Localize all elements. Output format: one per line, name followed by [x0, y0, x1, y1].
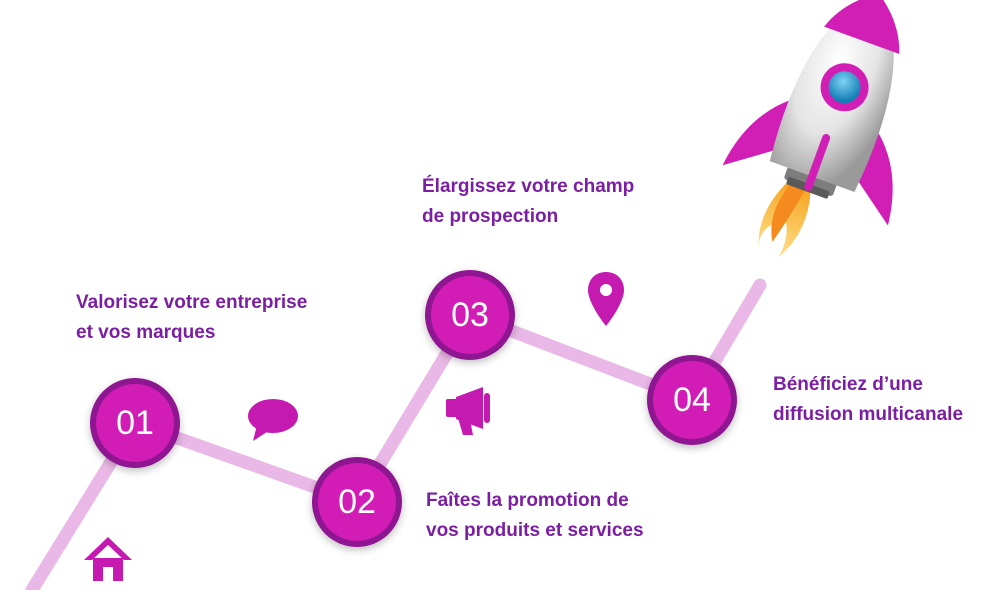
megaphone-icon	[446, 387, 490, 435]
step-circle-03: 03	[425, 270, 515, 360]
step-04-caption: Bénéficiez d’une diffusion multicanale	[773, 374, 964, 425]
step-circle-04: 04	[647, 355, 737, 445]
home-icon	[84, 537, 132, 581]
step-circle-02: 02	[312, 457, 402, 547]
step-number-03: 03	[451, 296, 489, 334]
step-03-caption: Élargissez votre champ de prospection	[422, 176, 635, 227]
rocket-icon	[722, 0, 900, 257]
step-number-04: 04	[673, 381, 711, 419]
map-pin-icon	[588, 272, 624, 326]
step-02-caption: Faîtes la promotion de vos produits et s…	[426, 490, 644, 541]
speech-bubble-icon	[248, 399, 298, 441]
step-01-caption: Valorisez votre entreprise et vos marque…	[76, 292, 308, 343]
step-number-01: 01	[116, 404, 154, 442]
step-circle-01: 01	[90, 378, 180, 468]
step-number-02: 02	[338, 483, 376, 521]
